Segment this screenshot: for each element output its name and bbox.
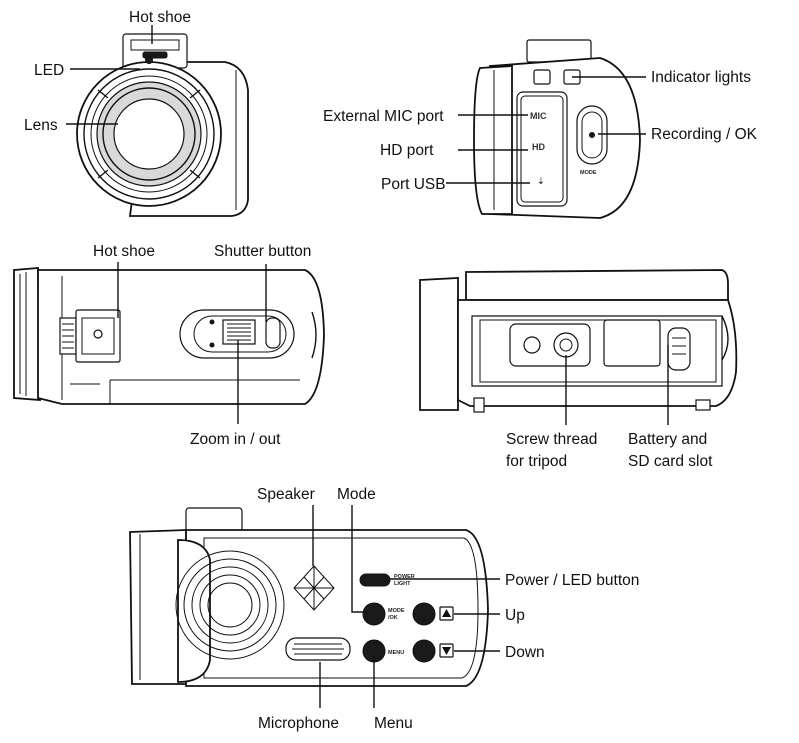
label-screw-line1: Screw thread: [506, 431, 597, 448]
btn-mode-text: MODE: [388, 608, 405, 614]
label-microphone: Microphone: [258, 715, 339, 732]
label-external-mic: External MIC port: [323, 108, 444, 125]
front-view: Hot shoe LED Lens: [24, 9, 249, 217]
up-arrow-icon: [442, 609, 451, 617]
label-recording-ok: Recording / OK: [651, 126, 758, 143]
panel-hd: HD: [532, 142, 545, 152]
label-battery-line2: SD card slot: [628, 453, 713, 470]
label-hot-shoe-top: Hot shoe: [93, 243, 155, 260]
label-indicator-lights: Indicator lights: [651, 69, 751, 86]
label-up: Up: [505, 607, 525, 624]
down-button[interactable]: [412, 639, 436, 663]
up-button[interactable]: [412, 602, 436, 626]
label-menu: Menu: [374, 715, 413, 732]
back-view: POWER LIGHT MODE /OK MENU Speaker Mode P…: [129, 486, 639, 732]
down-arrow-icon: [442, 647, 451, 655]
bottom-view: Screw thread for tripod Battery and SD c…: [419, 269, 738, 470]
btn-power-text: POWER: [394, 574, 415, 580]
led-dot: [145, 56, 153, 64]
label-zoom: Zoom in / out: [190, 431, 281, 448]
label-speaker: Speaker: [257, 486, 315, 503]
label-mode: Mode: [337, 486, 376, 503]
label-lens: Lens: [24, 117, 58, 134]
side-ports-view: MIC HD ⇣ MODE Indicator lights External …: [323, 39, 758, 219]
label-battery-line1: Battery and: [628, 431, 707, 448]
label-port-usb: Port USB: [381, 176, 446, 193]
usb-icon: ⇣: [537, 176, 545, 186]
mode-button[interactable]: [362, 602, 386, 626]
panel-mode: MODE: [580, 170, 597, 176]
label-screw-line2: for tripod: [506, 453, 567, 470]
label-hot-shoe-front: Hot shoe: [129, 9, 191, 26]
btn-menu-text: MENU: [388, 650, 404, 656]
mode-leader: [351, 505, 368, 613]
btn-light-text: LIGHT: [394, 581, 411, 587]
label-down: Down: [505, 644, 545, 661]
btn-ok-text: /OK: [388, 615, 398, 621]
top-view: Hot shoe Shutter button Zoom in / out: [13, 243, 325, 448]
label-power-led: Power / LED button: [505, 572, 639, 589]
label-hd-port: HD port: [380, 142, 434, 159]
label-led: LED: [34, 62, 64, 79]
label-shutter-button: Shutter button: [214, 243, 311, 260]
record-dot: [589, 132, 595, 138]
panel-mic: MIC: [530, 111, 547, 121]
